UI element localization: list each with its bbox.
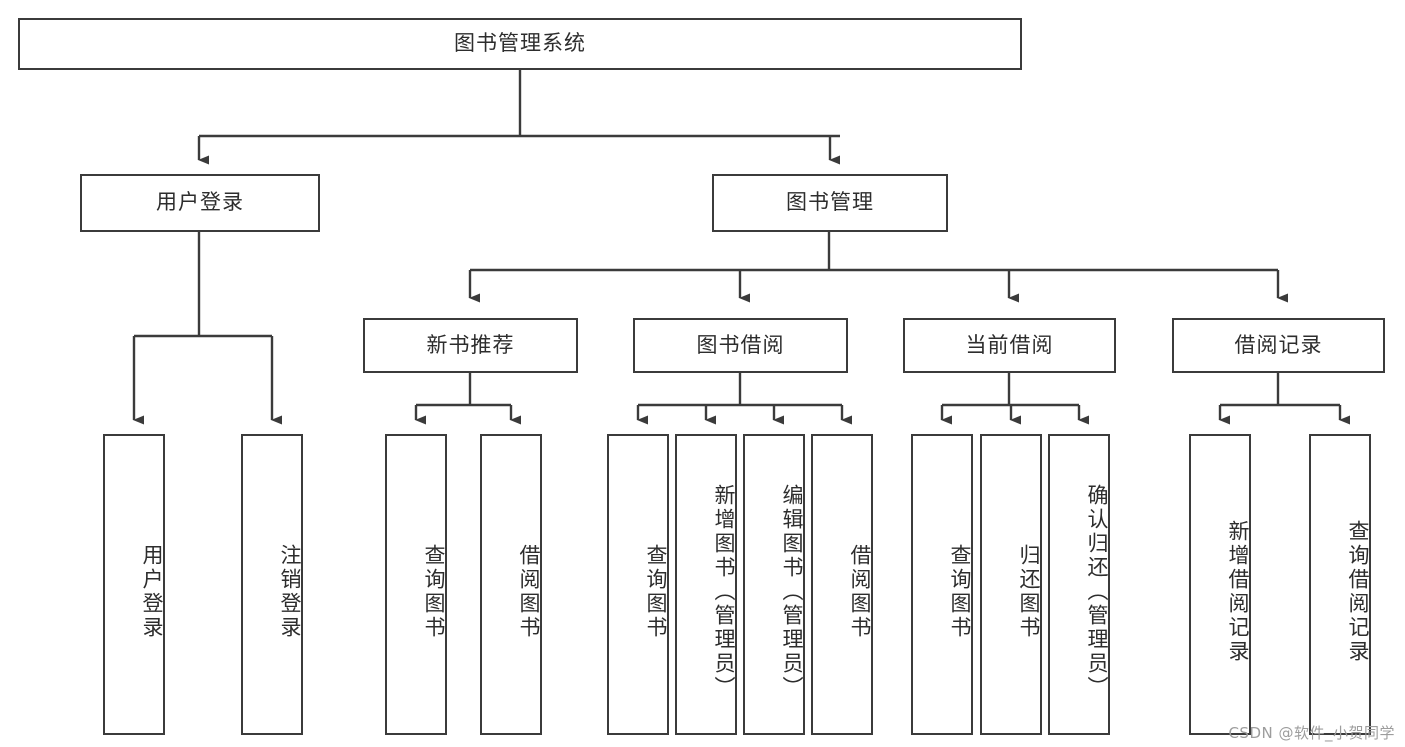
leaf-current-query-book-label: 查询图书 bbox=[948, 543, 972, 640]
leaf-borrow-add-book[interactable]: 新增图书（管理员） bbox=[675, 434, 737, 735]
node-new-book-recommend-label: 新书推荐 bbox=[426, 332, 515, 357]
leaf-user-login-logout[interactable]: 注销登录 bbox=[241, 434, 303, 735]
leaf-record-add-record[interactable]: 新增借阅记录 bbox=[1189, 434, 1251, 735]
leaf-current-return-book[interactable]: 归还图书 bbox=[980, 434, 1042, 735]
node-borrow-record[interactable]: 借阅记录 bbox=[1172, 318, 1385, 373]
leaf-borrow-edit-book[interactable]: 编辑图书（管理员） bbox=[743, 434, 805, 735]
node-book-borrow-label: 图书借阅 bbox=[696, 332, 785, 357]
node-book-borrow[interactable]: 图书借阅 bbox=[633, 318, 848, 373]
leaf-recommend-borrow-book[interactable]: 借阅图书 bbox=[480, 434, 542, 735]
leaf-user-login-login[interactable]: 用户登录 bbox=[103, 434, 165, 735]
node-root[interactable]: 图书管理系统 bbox=[18, 18, 1022, 70]
leaf-borrow-borrow-book-label: 借阅图书 bbox=[848, 543, 872, 640]
leaf-borrow-edit-book-label: 编辑图书（管理员） bbox=[780, 483, 804, 700]
node-user-login[interactable]: 用户登录 bbox=[80, 174, 320, 232]
node-borrow-record-label: 借阅记录 bbox=[1234, 332, 1323, 357]
node-current-borrow-label: 当前借阅 bbox=[965, 332, 1054, 357]
node-new-book-recommend[interactable]: 新书推荐 bbox=[363, 318, 578, 373]
node-current-borrow[interactable]: 当前借阅 bbox=[903, 318, 1116, 373]
leaf-recommend-query-book-label: 查询图书 bbox=[422, 543, 446, 640]
leaf-current-confirm-return[interactable]: 确认归还（管理员） bbox=[1048, 434, 1110, 735]
leaf-recommend-borrow-book-label: 借阅图书 bbox=[517, 543, 541, 640]
node-book-management[interactable]: 图书管理 bbox=[712, 174, 948, 232]
leaf-record-query-record[interactable]: 查询借阅记录 bbox=[1309, 434, 1371, 735]
leaf-borrow-borrow-book[interactable]: 借阅图书 bbox=[811, 434, 873, 735]
leaf-recommend-query-book[interactable]: 查询图书 bbox=[385, 434, 447, 735]
leaf-borrow-query-book-label: 查询图书 bbox=[644, 543, 668, 640]
leaf-borrow-query-book[interactable]: 查询图书 bbox=[607, 434, 669, 735]
leaf-current-confirm-return-label: 确认归还（管理员） bbox=[1085, 483, 1109, 700]
leaf-user-login-logout-label: 注销登录 bbox=[278, 543, 302, 640]
leaf-record-add-record-label: 新增借阅记录 bbox=[1226, 519, 1250, 664]
node-book-management-label: 图书管理 bbox=[786, 190, 874, 215]
leaf-borrow-add-book-label: 新增图书（管理员） bbox=[712, 483, 736, 700]
leaf-current-return-book-label: 归还图书 bbox=[1017, 543, 1041, 640]
node-root-label: 图书管理系统 bbox=[454, 31, 586, 56]
leaf-user-login-login-label: 用户登录 bbox=[140, 543, 164, 640]
leaf-record-query-record-label: 查询借阅记录 bbox=[1346, 519, 1370, 664]
watermark-text: CSDN @软件_小贺同学 bbox=[1228, 724, 1395, 742]
leaf-current-query-book[interactable]: 查询图书 bbox=[911, 434, 973, 735]
node-user-login-label: 用户登录 bbox=[156, 190, 244, 215]
